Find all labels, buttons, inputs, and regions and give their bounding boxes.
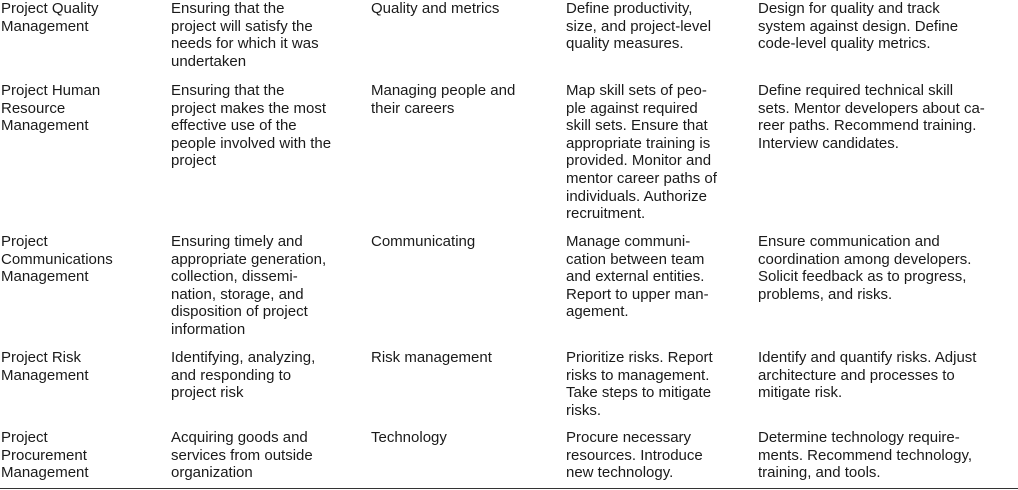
manager-role-cell: Prioritize risks. Report risks to manage…: [566, 349, 713, 419]
table-bottom-rule: [0, 488, 1018, 489]
manager-role-cell: Procure necessary resources. Introduce n…: [566, 429, 703, 482]
description-cell: Acquiring goods and services from outsid…: [171, 429, 313, 482]
topic-cell: Technology: [371, 429, 447, 446]
description-cell: Identifying, analyzing, and responding t…: [171, 349, 316, 402]
description-cell: Ensuring that the project makes the most…: [171, 82, 332, 170]
topic-cell: Risk management: [371, 349, 492, 366]
knowledge-area-cell: Project Communications Management: [1, 233, 113, 286]
knowledge-area-cell: Project Risk Management: [1, 349, 89, 384]
knowledge-area-cell: Project Quality Management: [1, 0, 99, 35]
architect-role-cell: Ensure communication and coordination am…: [758, 233, 972, 303]
topic-cell: Communicating: [371, 233, 476, 250]
manager-role-cell: Map skill sets of peo- ple against requi…: [566, 82, 717, 223]
knowledge-area-cell: Project Procurement Management: [1, 429, 89, 482]
manager-role-cell: Manage communi- cation between team and …: [566, 233, 709, 321]
manager-role-cell: Define productivity, size, and project-l…: [566, 0, 712, 53]
architect-role-cell: Design for quality and track system agai…: [758, 0, 959, 53]
architect-role-cell: Determine technology require- ments. Rec…: [758, 429, 972, 482]
description-cell: Ensuring that the project will satisfy t…: [171, 0, 319, 70]
architect-role-cell: Define required technical skill sets. Me…: [758, 82, 985, 152]
description-cell: Ensuring timely and appropriate generati…: [171, 233, 327, 338]
knowledge-area-cell: Project Human Resource Management: [1, 82, 101, 135]
architect-role-cell: Identify and quantify risks. Adjust arch…: [758, 349, 977, 402]
topic-cell: Quality and metrics: [371, 0, 500, 17]
topic-cell: Managing people and their careers: [371, 82, 516, 117]
